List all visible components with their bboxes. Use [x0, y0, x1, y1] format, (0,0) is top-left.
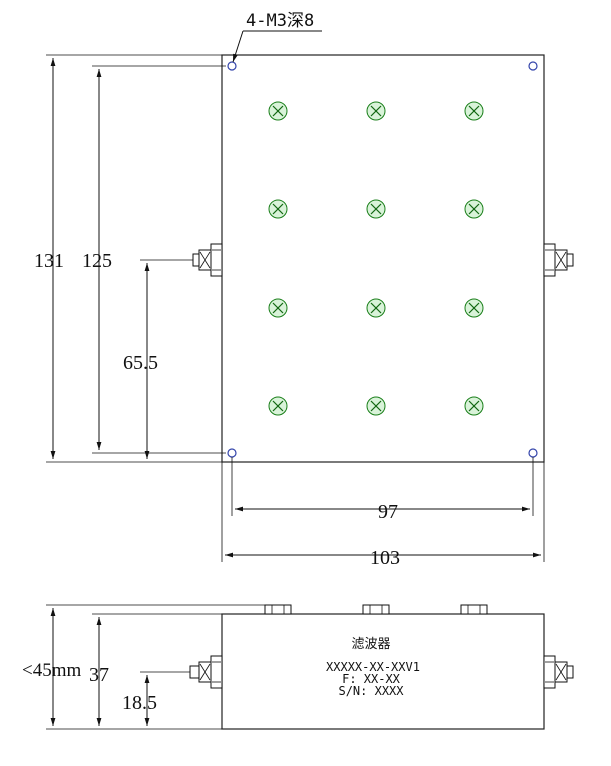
tuning-screw-grid: [268, 101, 484, 416]
svg-text:131: 131: [34, 250, 64, 272]
connector-left-top: [192, 243, 223, 277]
mount-hole-top-right: [528, 61, 538, 71]
svg-text:37: 37: [89, 664, 109, 686]
side-view: 滤波器 XXXXX-XX-XXV1 F: XX-XX S/N: XXXX <45…: [22, 604, 574, 730]
tuning-screw-icon: [366, 101, 386, 121]
hole-note: 4-M3深8: [232, 11, 322, 63]
dim-height-holes: 125: [82, 69, 112, 450]
connector-right-side: [543, 655, 574, 689]
tuning-screw-icon: [366, 298, 386, 318]
dim-width-holes: 97: [235, 501, 530, 523]
tuning-screw-icon: [268, 298, 288, 318]
screw-caps: [264, 604, 488, 615]
tuning-screw-icon: [464, 199, 484, 219]
tuning-screw-icon: [464, 298, 484, 318]
filter-body-top: [221, 54, 545, 463]
tuning-screw-icon: [268, 396, 288, 416]
label-freq: F: XX-XX: [342, 672, 401, 686]
dim-height-body: 37: [89, 617, 109, 726]
mount-hole-bottom-left: [227, 448, 237, 458]
dim-width-total: 103: [225, 547, 541, 569]
connector-left-side: [189, 655, 223, 689]
tuning-screw-icon: [464, 396, 484, 416]
connector-right-top: [543, 243, 574, 277]
mount-hole-bottom-right: [528, 448, 538, 458]
label-model: XXXXX-XX-XXV1: [326, 660, 420, 674]
dim-height-limit: <45mm: [22, 608, 81, 726]
dim-connector-height-side: 18.5: [122, 675, 157, 726]
mount-hole-top-left: [227, 61, 237, 71]
dim-height-total: 131: [34, 58, 64, 459]
tuning-screw-icon: [464, 101, 484, 121]
svg-text:<45mm: <45mm: [22, 660, 81, 681]
tuning-screw-icon: [366, 199, 386, 219]
label-serial: S/N: XXXX: [338, 684, 404, 698]
svg-text:65.5: 65.5: [123, 352, 158, 374]
top-view: 4-M3深8 131 125 65.5 97: [34, 11, 574, 569]
svg-text:125: 125: [82, 250, 112, 272]
hole-note-text: 4-M3深8: [246, 11, 314, 31]
filter-body-side: [221, 613, 545, 730]
svg-text:97: 97: [378, 501, 398, 523]
tuning-screw-icon: [268, 101, 288, 121]
dim-connector-height: 65.5: [123, 263, 158, 459]
svg-text:103: 103: [370, 547, 400, 569]
svg-text:18.5: 18.5: [122, 692, 157, 714]
tuning-screw-icon: [268, 199, 288, 219]
tuning-screw-icon: [366, 396, 386, 416]
label-name: 滤波器: [351, 637, 390, 652]
product-label: 滤波器 XXXXX-XX-XXV1 F: XX-XX S/N: XXXX: [326, 637, 420, 698]
